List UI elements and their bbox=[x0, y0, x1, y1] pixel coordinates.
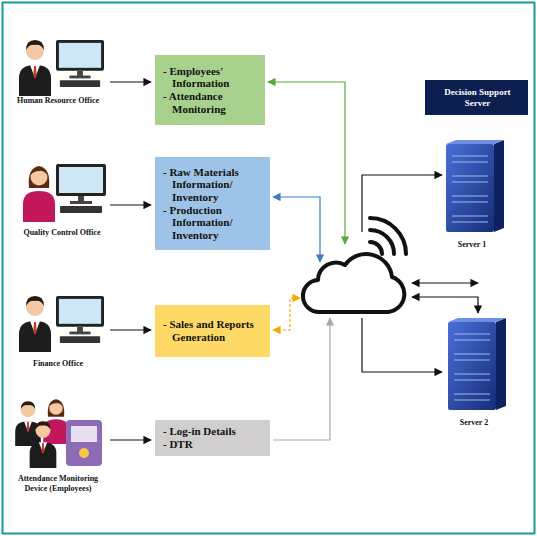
list-item: - DTR bbox=[163, 438, 264, 451]
office-caption: Attendance Monitoring Device (Employees) bbox=[6, 474, 110, 493]
server-caption: Server 1 bbox=[442, 240, 502, 250]
finance-office-icon bbox=[19, 296, 104, 352]
box-title: Decision Support Server bbox=[433, 87, 522, 108]
list-item: - Raw Materials Information/ Inventory bbox=[163, 166, 264, 204]
office-caption: Quality Control Office bbox=[6, 228, 118, 238]
process-box: - Sales and Reports Generation bbox=[155, 305, 270, 357]
box-content: - Sales and Reports Generation bbox=[163, 318, 264, 343]
server-icon bbox=[446, 140, 504, 232]
list-item: - Log-in Details bbox=[163, 425, 264, 438]
yellow-link bbox=[273, 298, 300, 330]
office-caption: Human Resource Office bbox=[2, 96, 114, 106]
box-content: - Raw Materials Information/ Inventory- … bbox=[163, 166, 264, 242]
list-item: - Attendance Monitoring bbox=[163, 90, 259, 115]
frame-border bbox=[3, 3, 535, 534]
box-content: - Employees' Information- Attendance Mon… bbox=[163, 65, 259, 116]
process-box: - Employees' Information- Attendance Mon… bbox=[155, 55, 265, 125]
blue-link bbox=[273, 197, 320, 262]
process-box: - Log-in Details- DTR bbox=[155, 420, 270, 456]
list-item: - Production Information/ Inventory bbox=[163, 204, 264, 242]
list-item: - Employees' Information bbox=[163, 65, 259, 90]
box-content: Decision Support Server bbox=[433, 87, 522, 108]
server-caption: Server 2 bbox=[444, 418, 504, 428]
hr-office-icon bbox=[19, 40, 104, 96]
title-box: Decision Support Server bbox=[425, 80, 528, 115]
server-icon bbox=[448, 318, 506, 410]
list-item: - Sales and Reports Generation bbox=[163, 318, 264, 343]
qc-office-icon bbox=[23, 164, 106, 222]
office-caption: Finance Office bbox=[8, 359, 108, 369]
cloud-icon bbox=[303, 218, 406, 312]
process-box: - Raw Materials Information/ Inventory- … bbox=[155, 157, 270, 250]
box-content: - Log-in Details- DTR bbox=[163, 425, 264, 450]
attendance-device-icon bbox=[15, 399, 102, 468]
grey-link bbox=[273, 318, 330, 440]
green-link bbox=[268, 82, 345, 244]
input-arrows bbox=[110, 82, 151, 440]
